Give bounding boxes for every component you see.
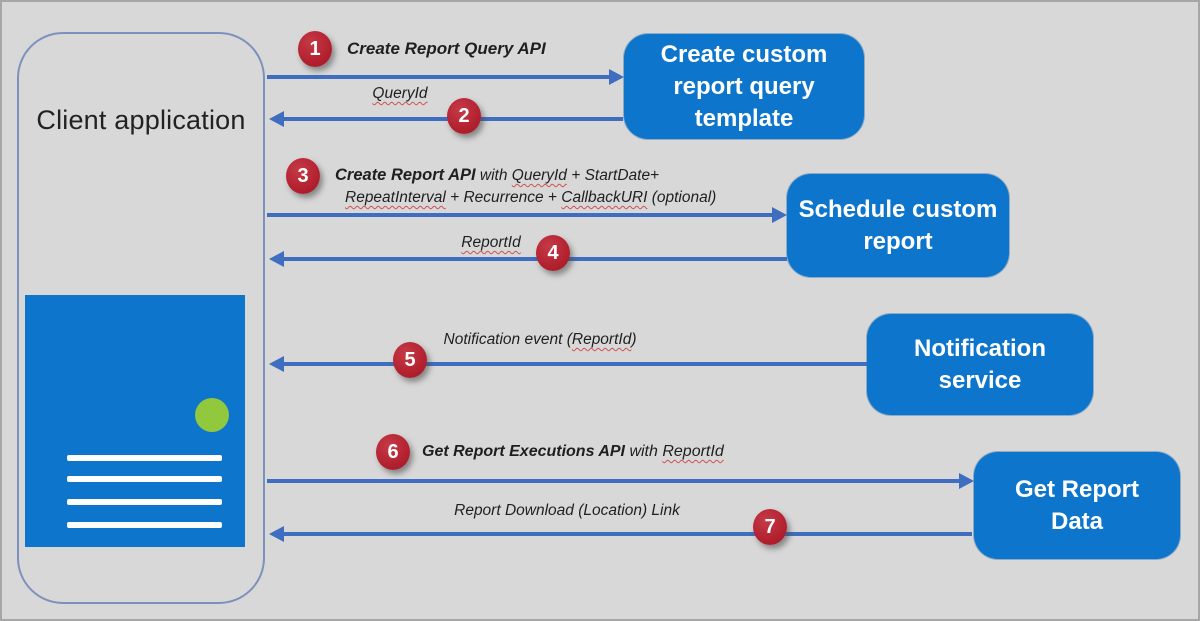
label-text: Notification event ( <box>443 331 572 348</box>
service-box-notification-service: Notification service <box>867 314 1093 415</box>
label-text: (optional) <box>647 189 717 206</box>
arrow-step-4 <box>269 251 787 267</box>
label-text: + Recurrence + <box>445 189 562 206</box>
label-text: ) <box>631 331 637 348</box>
wavy-term: QueryId <box>372 85 428 102</box>
arrow-step-2 <box>269 111 623 127</box>
arrow-head-icon <box>269 356 284 372</box>
service-box-get-report-data: Get Report Data <box>974 452 1180 559</box>
service-box-label-line: template <box>694 104 794 132</box>
arrow-line <box>284 257 787 261</box>
arrow-step-1 <box>267 69 624 85</box>
client-application-label: Client application <box>36 105 246 135</box>
step-badge-1: 1 <box>298 31 332 67</box>
arrow-head-icon <box>269 111 284 127</box>
service-box-label-line: report <box>863 227 933 255</box>
step-label-5: Notification event (ReportId) <box>410 331 670 349</box>
arrow-line <box>267 213 772 217</box>
arrow-step-6 <box>267 473 974 489</box>
arrow-head-icon <box>959 473 974 489</box>
arrow-line <box>284 532 972 536</box>
step-badge-2: 2 <box>447 98 481 134</box>
api-name: Create Report API <box>335 166 476 184</box>
step-label-2: QueryId <box>350 85 450 103</box>
service-box-label-line: Data <box>1050 507 1104 535</box>
arrow-head-icon <box>269 526 284 542</box>
api-name: Get Report Executions API <box>422 443 625 460</box>
step-badge-3: 3 <box>286 158 320 194</box>
wavy-term: ReportId <box>461 234 521 251</box>
service-box-create-custom-report-query-template: Create custom report query template <box>624 34 864 139</box>
step-badge-7: 7 <box>753 509 787 545</box>
service-box-label-line: Schedule custom <box>798 195 998 223</box>
step-badge-4: 4 <box>536 235 570 271</box>
document-text-line <box>67 455 222 461</box>
document-text-line <box>67 499 222 505</box>
step-label-6: Get Report Executions API with ReportId <box>422 443 724 461</box>
step-label-4: ReportId <box>441 234 541 252</box>
step-badge-6: 6 <box>376 434 410 470</box>
step-label-3-line-1: Create Report API with QueryId + StartDa… <box>335 166 659 185</box>
arrow-step-5 <box>269 356 867 372</box>
wavy-term: QueryId <box>511 167 567 184</box>
arrow-line <box>284 362 867 366</box>
arrow-line <box>267 75 609 79</box>
label-text: with <box>625 443 663 460</box>
service-box-label-line: Create custom <box>660 40 828 68</box>
service-box-label-line: service <box>938 366 1022 394</box>
document-text-line <box>67 476 222 482</box>
step-label-1: Create Report Query API <box>347 39 546 58</box>
service-box-label-line: report query <box>673 72 815 100</box>
document-text-line <box>67 522 222 528</box>
service-box-label-line: Get Report <box>1014 475 1139 503</box>
arrow-head-icon <box>269 251 284 267</box>
green-status-dot <box>195 398 229 432</box>
wavy-term: CallbackURI <box>561 189 648 206</box>
step-label-3-line-2: RepeatInterval + Recurrence + CallbackUR… <box>345 189 716 207</box>
step-badge-5: 5 <box>393 342 427 378</box>
service-box-schedule-custom-report: Schedule custom report <box>787 174 1009 277</box>
arrow-line <box>267 479 959 483</box>
arrow-head-icon <box>609 69 624 85</box>
wavy-term: RepeatInterval <box>345 189 446 206</box>
arrow-step-7 <box>269 526 972 542</box>
wavy-term: ReportId <box>662 443 724 460</box>
arrow-step-3 <box>267 207 787 223</box>
label-text: + StartDate+ <box>566 167 660 184</box>
step-label-7: Report Download (Location) Link <box>454 502 680 519</box>
service-box-label-line: Notification <box>914 334 1046 362</box>
label-text: with <box>475 167 512 184</box>
report-document-graphic <box>25 295 245 547</box>
arrow-head-icon <box>772 207 787 223</box>
wavy-term: ReportId <box>571 331 632 348</box>
